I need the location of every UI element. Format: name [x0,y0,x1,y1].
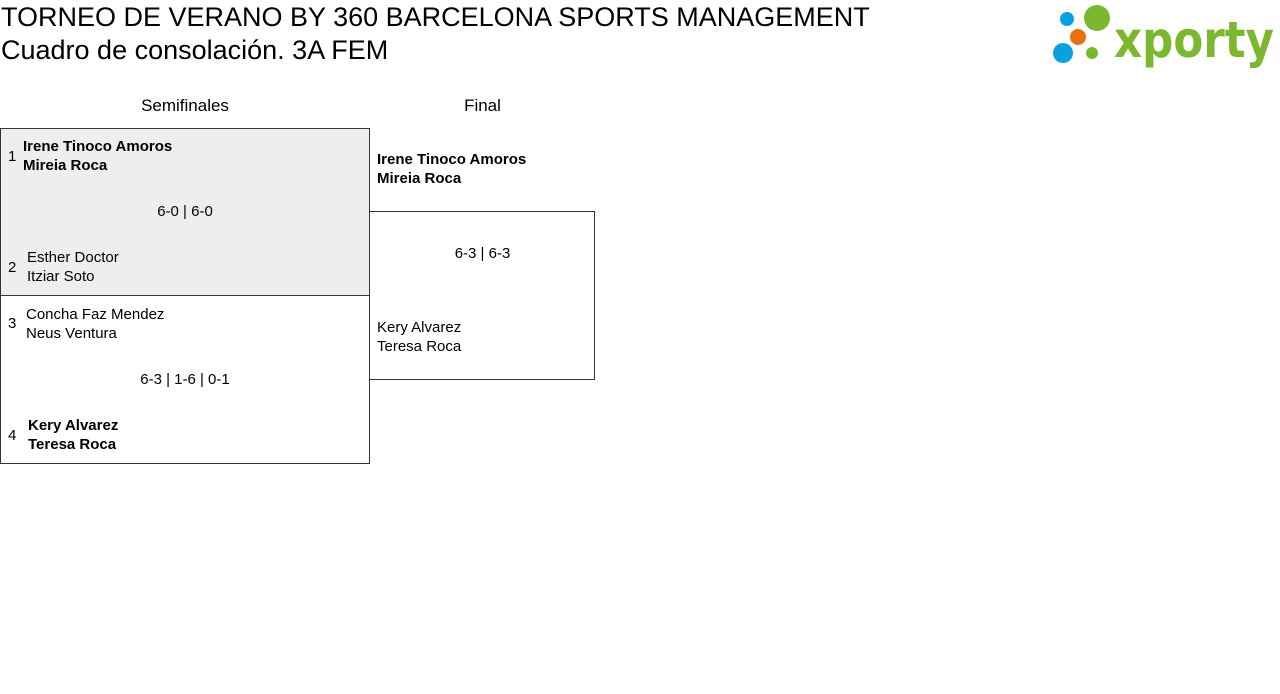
final-match[interactable] [369,211,595,380]
seed-number: 1 [8,148,17,165]
seed-number: 3 [8,315,17,332]
round-header-semifinals: Semifinales [141,96,229,115]
svg-text:xporty: xporty [1114,11,1274,68]
seed-number: 2 [8,259,17,276]
match-score: 6-3 | 6-3 [454,245,511,262]
seed-number: 4 [8,427,17,444]
tournament-title: TORNEO DE VERANO BY 360 BARCELONA SPORTS… [1,2,870,32]
semifinal-match-1[interactable] [0,128,370,296]
round-header-final: Final [464,96,501,115]
match-score: 6-0 | 6-0 [157,203,213,220]
match-score: 6-3 | 1-6 | 0-1 [140,371,230,388]
draw-subtitle: Cuadro de consolación. 3A FEM [1,35,389,65]
xporty-logo[interactable]: xporty [1050,4,1276,68]
